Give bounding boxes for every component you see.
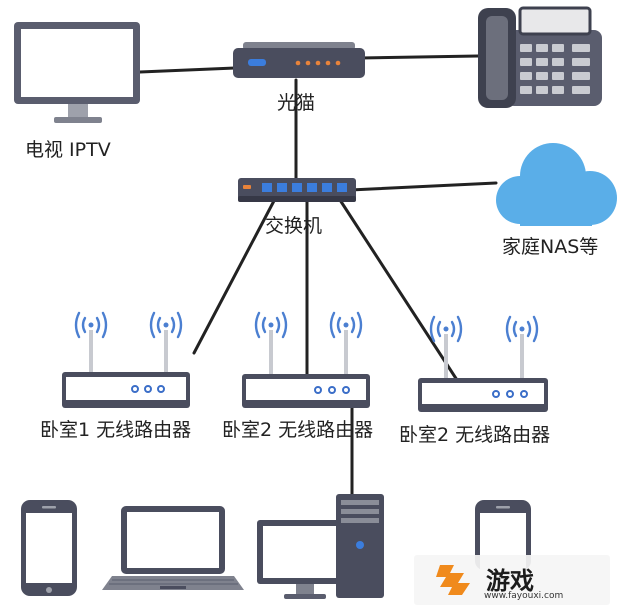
link-tv-modem <box>138 66 237 74</box>
link-switch-nas <box>348 181 498 192</box>
watermark-brand: 游戏 <box>486 567 534 595</box>
router3-icon <box>418 315 548 412</box>
router1-label: 卧室1 无线路由器 <box>40 419 192 441</box>
connection-lines <box>138 54 498 496</box>
desktop-computer-icon <box>257 494 384 599</box>
telephone-icon <box>478 6 602 108</box>
switch-icon <box>238 178 356 202</box>
router2-label: 卧室2 无线路由器 <box>222 419 374 441</box>
modem-label: 光猫 <box>277 92 316 114</box>
tv-label: 电视 IPTV <box>25 139 111 161</box>
tv-monitor-icon <box>14 22 140 123</box>
laptop-icon <box>102 506 244 590</box>
router3-label: 卧室2 无线路由器 <box>399 424 551 446</box>
link-switch-router3 <box>338 198 459 382</box>
link-modem-phone <box>358 54 480 60</box>
router1-icon <box>62 311 190 408</box>
watermark-url: www.fayouxi.com <box>484 591 564 601</box>
watermark: 游戏 www.fayouxi.com <box>414 555 610 605</box>
modem-icon <box>233 42 365 78</box>
smartphone-right-icon <box>475 500 531 570</box>
smartphone-icon <box>21 500 77 596</box>
watermark-logo-icon <box>436 565 470 595</box>
link-switch-router1 <box>192 195 278 355</box>
router2-icon <box>242 311 370 408</box>
cloud-icon <box>496 143 617 226</box>
nas-label: 家庭NAS等 <box>502 236 599 258</box>
switch-label: 交换机 <box>265 215 323 237</box>
